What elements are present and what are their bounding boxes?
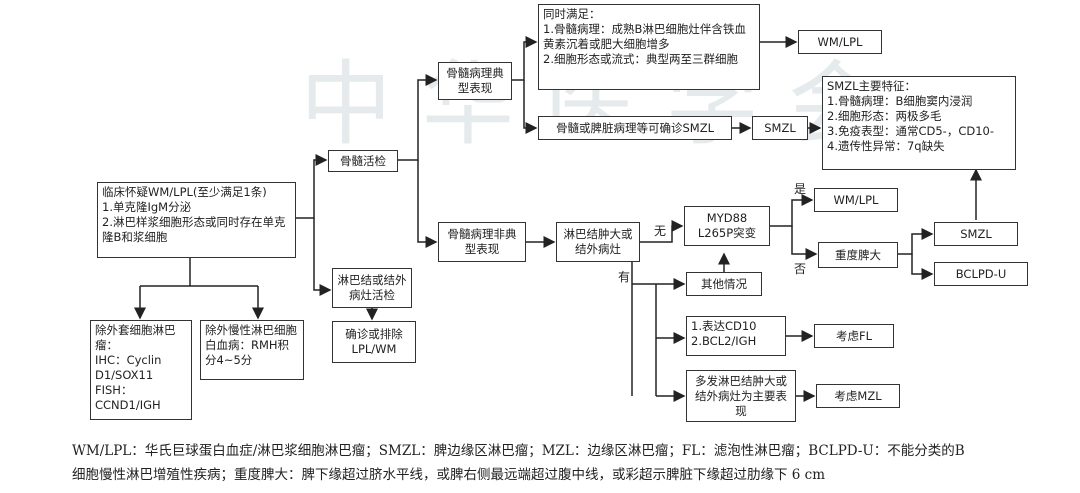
- node-biopsy-node: 淋巴结或结外病灶活检: [332, 268, 412, 308]
- typical-node: 骨髓病理典型表现: [438, 62, 512, 100]
- smzl-features-node: SMZL主要特征： 1.骨髓病理：B细胞窦内浸润 2.细胞形态：两极多毛 3.免…: [822, 76, 1016, 170]
- exclude-mantle-node: 除外套细胞淋巴瘤： IHC：Cyclin D1/SOX11 FISH：CCND1…: [90, 320, 192, 420]
- exclude-cll-node: 除外慢性淋巴细胞白血病：RMH积分4~5分: [200, 320, 304, 380]
- consider-fl-node: 考虑FL: [814, 324, 894, 348]
- wm-lpl-node-2: WM/LPL: [814, 188, 898, 212]
- smzl-node-1: SMZL: [752, 116, 808, 140]
- edge-label-no: 否: [794, 262, 807, 276]
- splenomegaly-node: 重度脾大: [818, 242, 898, 268]
- edge-label-have: 有: [618, 270, 631, 284]
- confirm-node: 确诊或排除LPL/WM: [332, 321, 416, 363]
- multi-node-node: 多发淋巴结肿大或结外病灶为主要表现: [686, 370, 796, 422]
- edge-label-yes: 是: [794, 182, 807, 196]
- lymph-enlarge-node: 淋巴结肿大或结外病灶: [556, 222, 640, 262]
- cd10-node: 1.表达CD10 2.BCL2/IGH: [686, 316, 786, 356]
- caption-line-2: 细胞慢性淋巴增殖性疾病；重度脾大：脾下缘超过脐水平线，或脾右侧最远端超过腹中线，…: [72, 467, 826, 483]
- marrow-biopsy-node: 骨髓活检: [328, 150, 398, 172]
- bclpd-node: BCLPD-U: [934, 262, 1028, 286]
- myd88-node: MYD88 L265P突变: [684, 206, 770, 246]
- smzl-node-2: SMZL: [934, 222, 1018, 246]
- caption-line-1: WM/LPL：华氏巨球蛋白血症/淋巴浆细胞淋巴瘤；SMZL：脾边缘区淋巴瘤；MZ…: [72, 443, 965, 459]
- other-node: 其他情况: [686, 272, 762, 296]
- confirm-smzl-node: 骨髓或脾脏病理等可确诊SMZL: [538, 116, 732, 140]
- edge-label-none: 无: [654, 224, 667, 238]
- wm-lpl-node-1: WM/LPL: [798, 30, 882, 54]
- consider-mzl-node: 考虑MZL: [816, 384, 900, 408]
- atypical-node: 骨髓病理非典型表现: [438, 222, 526, 262]
- criteria-node: 同时满足： 1.骨髓病理：成熟B淋巴细胞灶伴含铁血黄素沉着或肥大细胞增多 2.细…: [538, 4, 760, 90]
- start-node: 临床怀疑WM/LPL(至少满足1条) 1.单克隆IgM分泌 2.淋巴样浆细胞形态…: [97, 182, 296, 258]
